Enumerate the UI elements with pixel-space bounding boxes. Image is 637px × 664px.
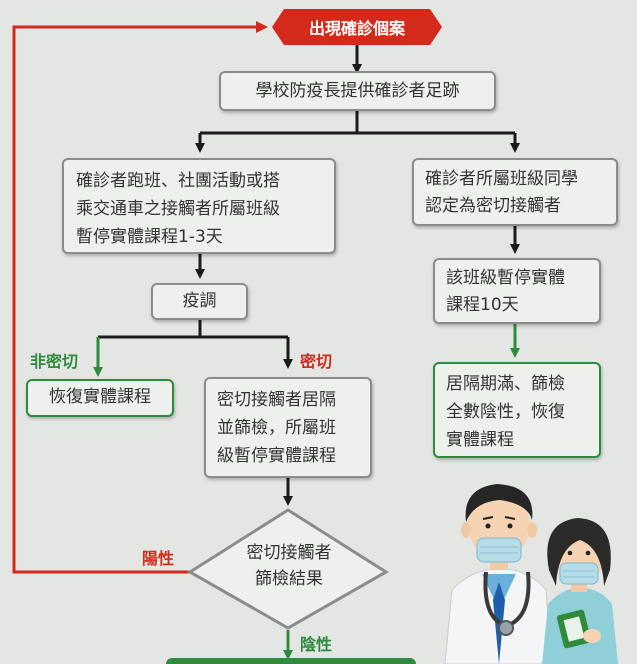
resume-classes-text: 恢復實體課程 xyxy=(49,387,151,407)
class-suspend-line1: 該班級暫停實體 xyxy=(446,268,565,288)
decision-text: 密切接觸者 篩檢結果 xyxy=(204,540,374,592)
right-branch-box: 確診者所屬班級同學 認定為密切接觸者 xyxy=(412,158,618,226)
step-provide-footprint-text: 學校防疫長提供確診者足跡 xyxy=(255,81,460,101)
bottom-result-box xyxy=(166,658,416,664)
close-contact-line1: 密切接觸者居隔 xyxy=(217,390,336,410)
start-title: 出現確診個案 xyxy=(308,19,405,38)
class-suspend-box: 該班級暫停實體 課程10天 xyxy=(433,258,601,324)
left-branch-line3: 暫停實體課程1-3天 xyxy=(76,227,223,247)
right-end-line2: 全數陰性，恢復 xyxy=(446,402,565,422)
class-suspend-line2: 課程10天 xyxy=(446,295,519,315)
close-contact-line3: 級暫停實體課程 xyxy=(217,446,336,466)
left-branch-line2: 乘交通車之接觸者所屬班級 xyxy=(76,199,280,219)
non-close-label: 非密切 xyxy=(30,352,79,371)
right-end-line1: 居隔期滿、篩檢 xyxy=(446,374,565,394)
close-label: 密切 xyxy=(300,352,333,371)
start-banner-shape xyxy=(272,9,442,45)
decision-line2: 篩檢結果 xyxy=(255,569,323,589)
right-end-line3: 實體課程 xyxy=(446,430,514,450)
decision-diamond xyxy=(187,508,389,630)
doctor-illustration xyxy=(444,484,553,664)
resume-classes-box: 恢復實體課程 xyxy=(26,379,174,417)
close-contact-box: 密切接觸者居隔 並篩檢，所屬班 級暫停實體課程 xyxy=(204,377,372,478)
left-branch-box: 確診者跑班、社團活動或搭 乘交通車之接觸者所屬班級 暫停實體課程1-3天 xyxy=(62,158,336,254)
step-provide-footprint: 學校防疫長提供確診者足跡 xyxy=(219,71,496,111)
decision-line1: 密切接觸者 xyxy=(246,543,332,563)
positive-loop-line xyxy=(12,21,268,574)
left-branch-line1: 確診者跑班、社團活動或搭 xyxy=(76,171,280,191)
right-end-box: 居隔期滿、篩檢 全數陰性，恢復 實體課程 xyxy=(433,362,601,458)
right-branch-line2: 認定為密切接觸者 xyxy=(425,196,561,216)
positive-label: 陽性 xyxy=(142,549,175,568)
right-branch-line1: 確診者所屬班級同學 xyxy=(425,169,578,189)
close-contact-line2: 並篩檢，所屬班 xyxy=(217,418,336,438)
nurse-illustration xyxy=(542,518,618,664)
investigation-box: 疫調 xyxy=(151,283,248,320)
negative-label: 陰性 xyxy=(300,635,333,654)
investigation-text: 疫調 xyxy=(182,291,217,311)
